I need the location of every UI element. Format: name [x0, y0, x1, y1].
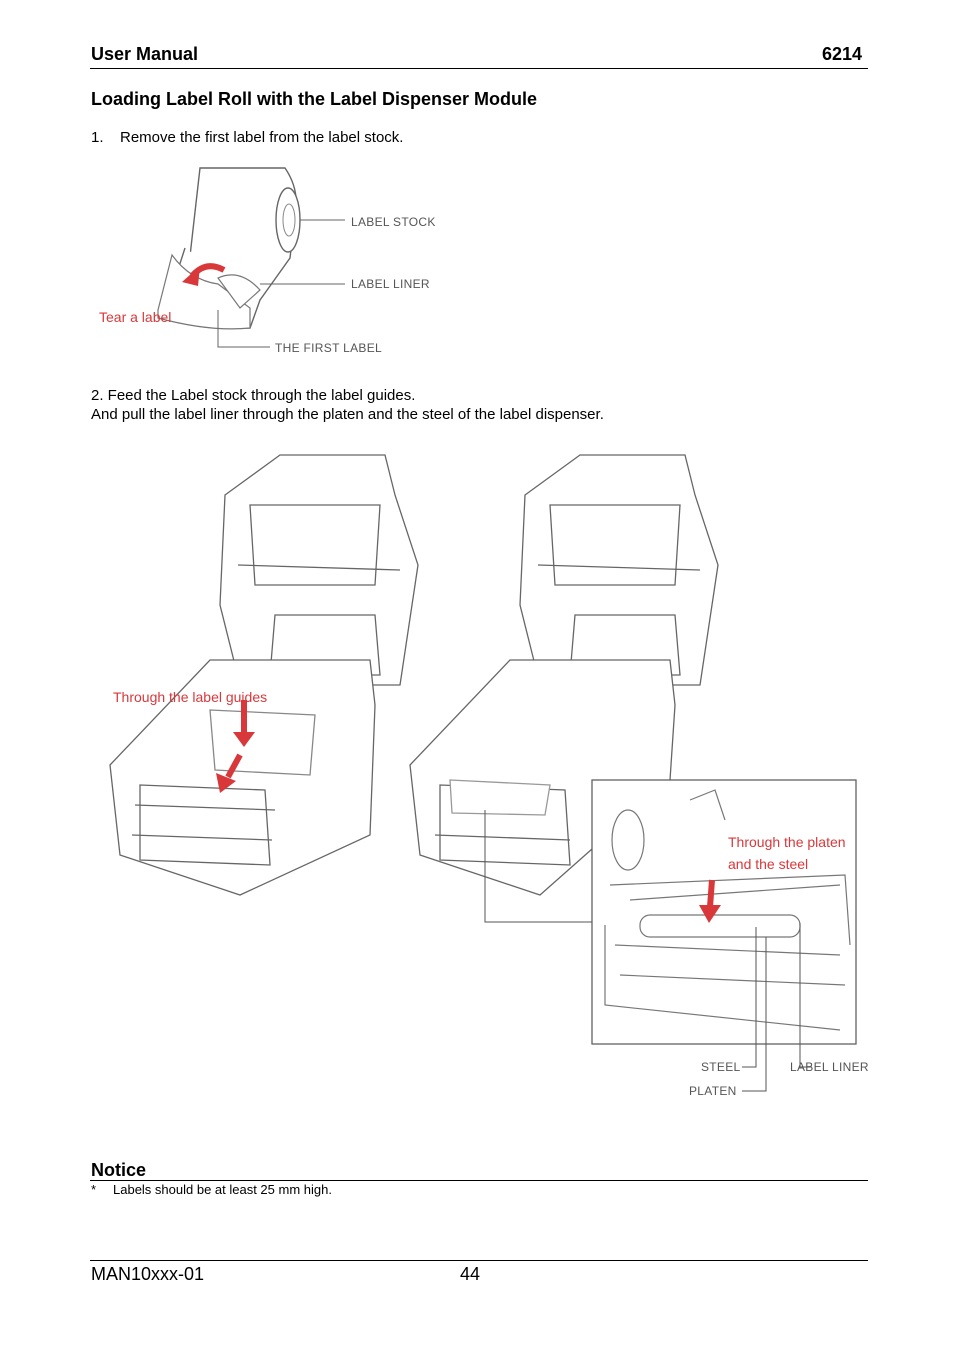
step-1-text: Remove the first label from the label st… [120, 129, 404, 146]
label-liner-detail-caption: LABEL LINER [790, 1060, 869, 1074]
label-liner-caption: LABEL LINER [351, 277, 430, 291]
header-rule [90, 68, 868, 69]
inset-arrow-icon [707, 879, 715, 908]
printer-right [409, 454, 719, 896]
page-number: 44 [460, 1264, 481, 1284]
section-title: Loading Label Roll with the Label Dispen… [91, 89, 538, 109]
down-arrow-icon-2 [225, 753, 243, 779]
printer-left [109, 454, 419, 896]
first-label-caption: THE FIRST LABEL [275, 341, 382, 355]
label-stock-caption: LABEL STOCK [351, 215, 436, 229]
notice-bullet: * [91, 1182, 97, 1197]
notice-text: Labels should be at least 25 mm high. [113, 1182, 332, 1197]
tear-label-caption: Tear a label [99, 309, 171, 325]
step-2-line-1: 2. Feed the Label stock through the labe… [91, 387, 416, 404]
inset-detail-box [591, 779, 857, 1045]
platen-caption-line2: and the steel [728, 856, 808, 872]
header-model: 6214 [821, 44, 862, 64]
header-title: User Manual [91, 44, 199, 64]
steel-caption: STEEL [701, 1060, 741, 1074]
step-2-line-2: And pull the label liner through the pla… [91, 406, 604, 423]
label-guides-caption: Through the label guides [113, 689, 267, 705]
label-roll-illustration: LABEL STOCK LABEL LINER THE FIRST LABEL … [99, 167, 436, 355]
footer-rule [90, 1260, 868, 1261]
printer-loading-illustration: Through the label guides Through the pla… [109, 454, 869, 1098]
notice-rule [90, 1180, 868, 1181]
notice-title: Notice [91, 1160, 147, 1180]
platen-caption-line1: Through the platen [728, 834, 846, 850]
platen-caption: PLATEN [689, 1084, 737, 1098]
step-1-number: 1. [91, 129, 104, 146]
first-label [157, 253, 251, 330]
footer-doc-id: MAN10xxx-01 [91, 1264, 205, 1284]
